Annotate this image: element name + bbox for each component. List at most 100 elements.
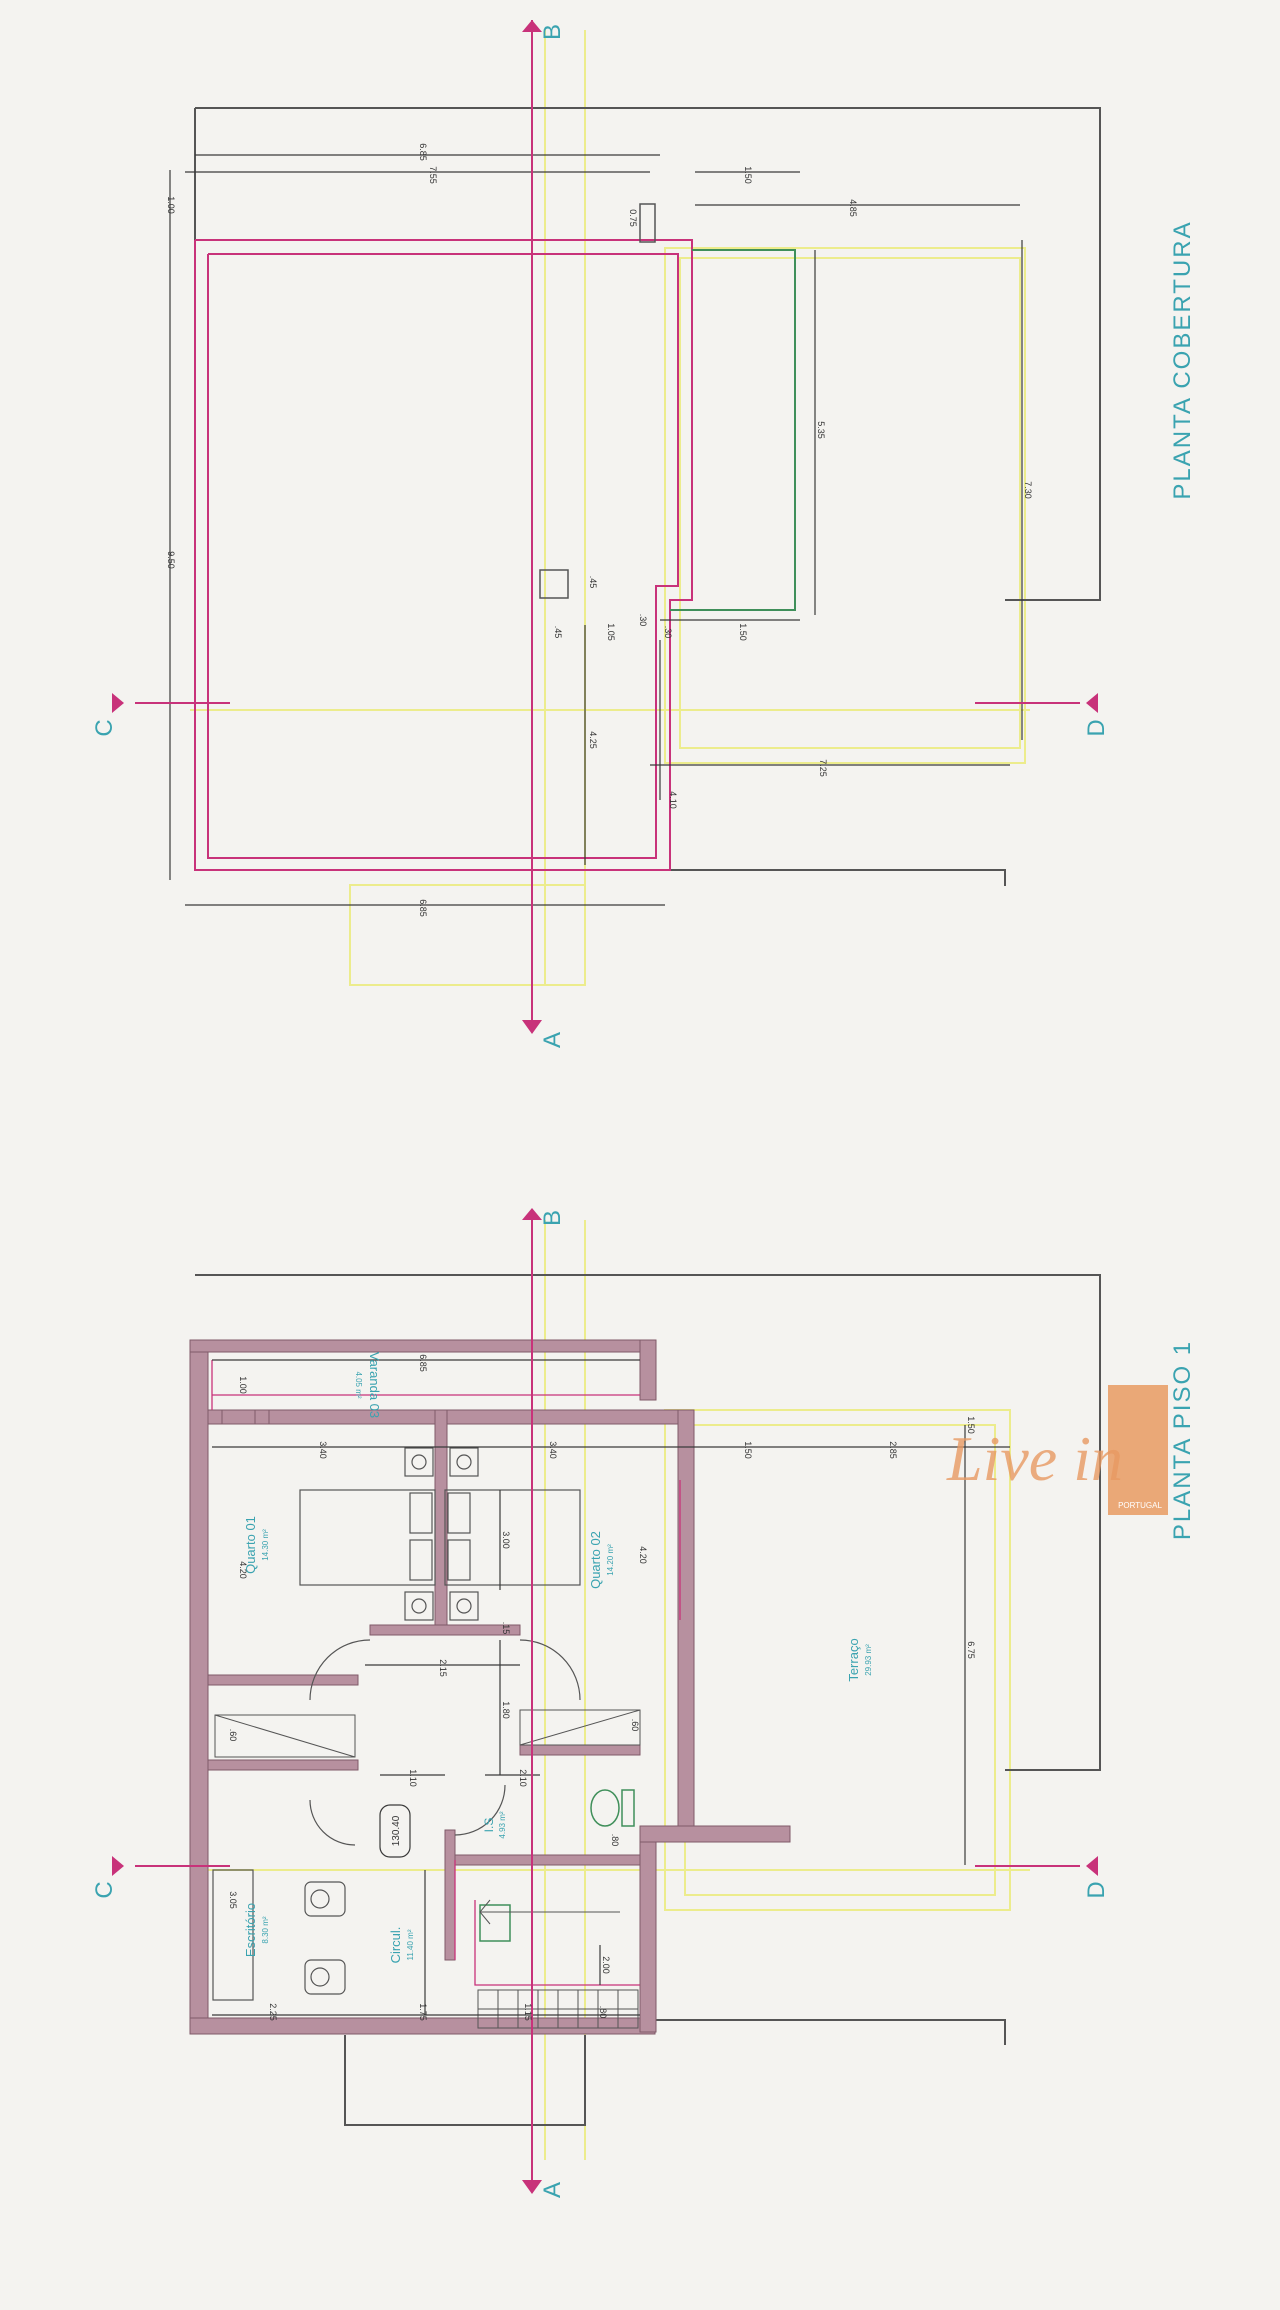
floor1-dim-15: .15 [501,1622,511,1635]
door-swings [309,1639,581,1846]
section-label-b-roof: B [539,24,566,40]
floor1-dim-3-00: 3.00 [501,1531,511,1549]
roof-dim-4-10: 4.10 [668,791,678,809]
roof-dimension-lines [169,154,1023,906]
wardrobes [214,1709,641,1758]
section-label-d-roof: D [1083,719,1110,736]
section-arrow-d-floor1 [1086,1856,1098,1876]
room-is-name: I.S [482,1818,496,1833]
floor1-dim-1-15: 1.15 [523,2003,533,2021]
section-label-a-floor1: A [539,2182,566,2198]
section-label-c-floor1: C [91,1881,118,1898]
section-arrow-b-roof [522,20,542,32]
floor1-dim-2-10: 2.10 [518,1769,528,1787]
roof-slab [194,239,693,871]
room-terraco-area: 29.93 m² [864,1644,873,1676]
wc-fixtures [479,1789,635,1942]
escritorio-furniture [212,1869,346,2001]
roof-dim-5-35: 5.35 [816,421,826,439]
level-tag-box [379,1804,411,1858]
stairs [477,1899,639,2029]
section-arrow-c-roof [112,693,124,713]
logo-block [1108,1385,1168,1515]
floor1-dim-1-10: 1.10 [408,1769,418,1787]
floor1-dim-1-50: 1.50 [743,1441,753,1459]
floor1-dim-2-15: 2.15 [438,1659,448,1677]
roof-dim-4-25: 4.25 [588,731,598,749]
roof-yellow-overlay [190,30,1030,986]
roof-dim-1-05: 1.05 [606,623,616,641]
section-arrow-a-roof [522,1020,542,1034]
floor1-dim-2-85: 2.85 [888,1441,898,1459]
section-label-c-roof: C [91,719,118,736]
floor1-dim-80-b: .80 [598,2006,608,2019]
room-quarto2-name: Quarto 02 [588,1531,603,1589]
bed-quarto-02 [444,1447,581,1621]
room-varanda-name: Varanda 03 [367,1352,382,1418]
roof-dim-7-25: 7.25 [818,759,828,777]
livein-logo [1108,1385,1168,1515]
room-is-area: 4.93 m² [498,1811,507,1838]
floor1-pink-lines [211,1360,681,1986]
floor1-dim-60-a: .60 [228,1729,238,1742]
roof-dim-9-50: 9.50 [166,551,176,569]
logo-text: Live in [946,1423,1123,1494]
floor1-dim-3-40-a: 3.40 [318,1441,328,1459]
floor1-plan-title: PLANTA PISO 1 [1169,1340,1196,1540]
floor1-dim-2-00: 2.00 [601,1956,611,1974]
roof-dim-30-b: .30 [663,626,673,639]
roof-dim-7-30: 7.30 [1023,481,1033,499]
roof-dim-45-b: .45 [553,626,563,639]
roof-dim-0-75: 0.75 [628,209,638,227]
roof-dim-7-55: 7.55 [428,166,438,184]
roof-dim-6-85-bottom: 6.85 [418,899,428,917]
text-layer: PLANTA COBERTURA PLANTA PISO 1 B A C D B… [91,24,1196,2198]
room-circul-area: 11.40 m² [406,1929,415,1960]
roof-dim-1-50-mid: 1.50 [738,623,748,641]
roof-plan [169,30,1101,986]
room-quarto1-area: 14.30 m² [261,1529,270,1561]
section-label-b-floor1: B [539,1210,566,1226]
bed-quarto-01 [299,1447,436,1621]
roof-outline [194,107,1101,886]
floor1-dim-3-40-b: 3.40 [548,1441,558,1459]
room-quarto1-name: Quarto 01 [243,1516,258,1574]
roof-dim-30-a: .30 [638,614,648,627]
section-label-a-roof: A [539,1032,566,1048]
roof-dim-1-50-top: 1.50 [743,166,753,184]
room-quarto2-area: 14.20 m² [606,1544,615,1576]
floor1-walls [189,1339,791,2035]
floor1-dimension-lines [212,1359,1010,2016]
section-arrow-b-floor1 [522,1208,542,1220]
roof-skylight [539,569,569,599]
floor1-dim-3-05: 3.05 [228,1891,238,1909]
roof-dim-45-a: .45 [588,576,598,589]
floor1-plan [189,1220,1101,2160]
floor1-dim-1-80: 1.80 [501,1701,511,1719]
floor1-dim-1-50-r: 1.50 [966,1416,976,1434]
floor1-dim-1-00: 1.00 [238,1376,248,1394]
floor1-dim-6-75: 6.75 [966,1641,976,1659]
section-arrow-d-roof [1086,693,1098,713]
roof-dim-1-00: 1.00 [166,196,176,214]
section-arrow-c-floor1 [112,1856,124,1876]
room-varanda-area: 4.05 m² [354,1371,363,1398]
level-tag: 130.40 [391,1815,402,1846]
floor1-dim-6-85: 6.85 [418,1354,428,1372]
room-escritorio-name: Escritório [243,1903,258,1957]
section-arrow-a-floor1 [522,2180,542,2194]
floor1-dim-1-75: 1.75 [418,2003,428,2021]
floor1-dim-80: .80 [610,1834,620,1847]
room-escritorio-area: 8.30 m² [261,1916,270,1943]
roof-dim-6-85-top: 6.85 [418,143,428,161]
roof-chimney [639,203,656,243]
room-circul-name: Circul. [388,1927,403,1964]
section-label-d-floor1: D [1083,1881,1110,1898]
floor1-outline [195,1274,1101,2126]
roof-section-lines [112,20,1098,1034]
floor1-dim-60-b: .60 [630,1719,640,1732]
roof-plan-title: PLANTA COBERTURA [1169,220,1196,499]
floor1-dim-2-25: 2.25 [268,2003,278,2021]
logo-subtext: PORTUGAL [1118,1501,1162,1510]
